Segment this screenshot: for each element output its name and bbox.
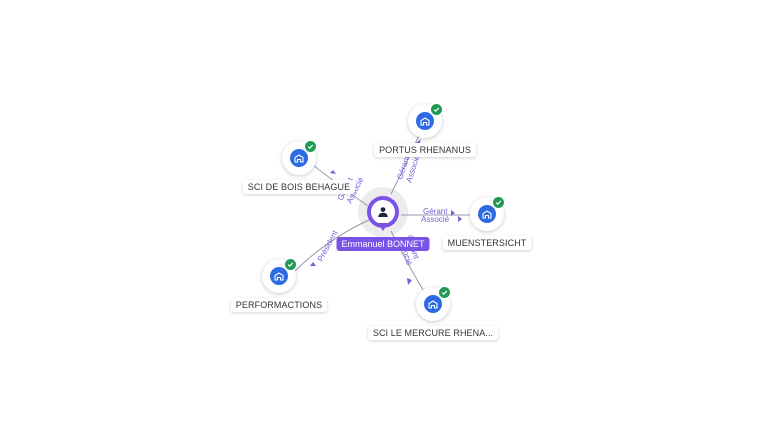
edge-portus-rhenanus (390, 132, 421, 195)
verified-check-icon (430, 103, 443, 116)
company-building-icon (424, 295, 442, 313)
edge-arrow-mercure (407, 278, 412, 285)
verified-check-icon (304, 140, 317, 153)
verified-check-icon (492, 196, 505, 209)
edge-label-muenstersicht-role-1: Gérant (423, 207, 448, 216)
company-name-label[interactable]: PERFORMACTIONS (230, 298, 328, 312)
company-bubble[interactable] (416, 286, 451, 321)
company-building-icon (270, 267, 288, 285)
company-name-label[interactable]: SCI DE BOIS BEHAGUE (242, 180, 356, 194)
edge-arrow-bois-behague (330, 170, 336, 174)
verified-check-icon (438, 286, 451, 299)
person-name-label[interactable]: Emmanuel BONNET (336, 237, 430, 251)
edge-performactions (289, 219, 370, 277)
company-name-label[interactable]: MUENSTERSICHT (442, 236, 532, 250)
company-bubble[interactable] (408, 103, 443, 138)
person-pin[interactable] (367, 196, 399, 231)
company-bubble[interactable] (470, 196, 505, 231)
company-bubble[interactable] (262, 258, 297, 293)
company-building-icon (290, 149, 308, 167)
company-name-label[interactable]: SCI LE MERCURE RHENA... (367, 326, 499, 340)
company-building-icon (416, 112, 434, 130)
edge-arrow-performactions (310, 262, 316, 266)
verified-check-icon (284, 258, 297, 271)
edge-arrow-muenstersicht-2 (458, 216, 462, 222)
company-bubble[interactable] (282, 140, 317, 175)
person-icon (378, 207, 388, 217)
edge-arrow-muenstersicht (451, 210, 455, 216)
company-building-icon (478, 205, 496, 223)
company-name-label[interactable]: PORTUS RHENANUS (374, 143, 476, 157)
edge-label-muenstersicht-role-2: Associé (421, 215, 450, 224)
